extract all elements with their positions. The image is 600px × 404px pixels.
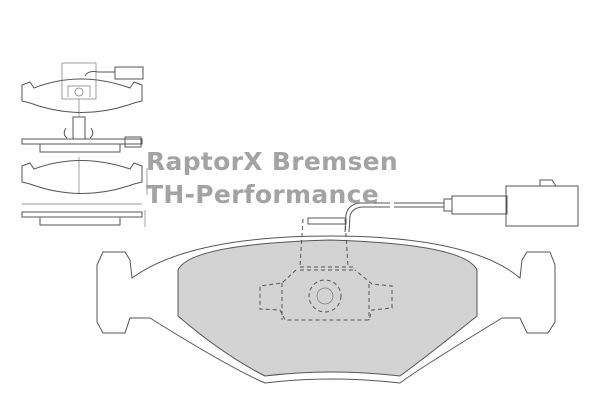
small-front-view-with-sensor xyxy=(21,62,144,117)
wear-sensor xyxy=(307,179,579,233)
watermark-line-2: TH-Performance xyxy=(146,180,380,209)
side-view-with-sensor xyxy=(21,136,143,153)
watermark-line-1: RaptorX Bremsen xyxy=(146,147,398,176)
small-front-view xyxy=(21,157,148,205)
main-brake-pad xyxy=(96,218,556,384)
clip-view xyxy=(63,116,94,140)
side-view xyxy=(21,210,146,227)
